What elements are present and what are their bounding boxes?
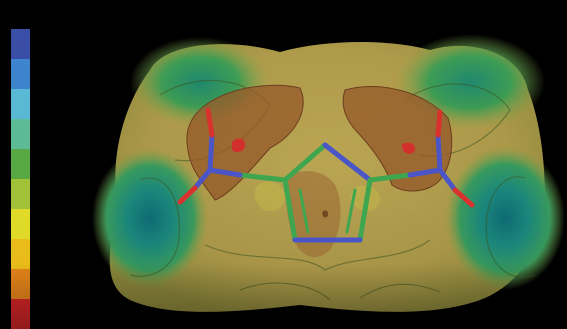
molecule-structure-icon [177, 107, 475, 243]
surface-lobe-right [445, 146, 565, 290]
surface-lobe-left [92, 148, 208, 288]
